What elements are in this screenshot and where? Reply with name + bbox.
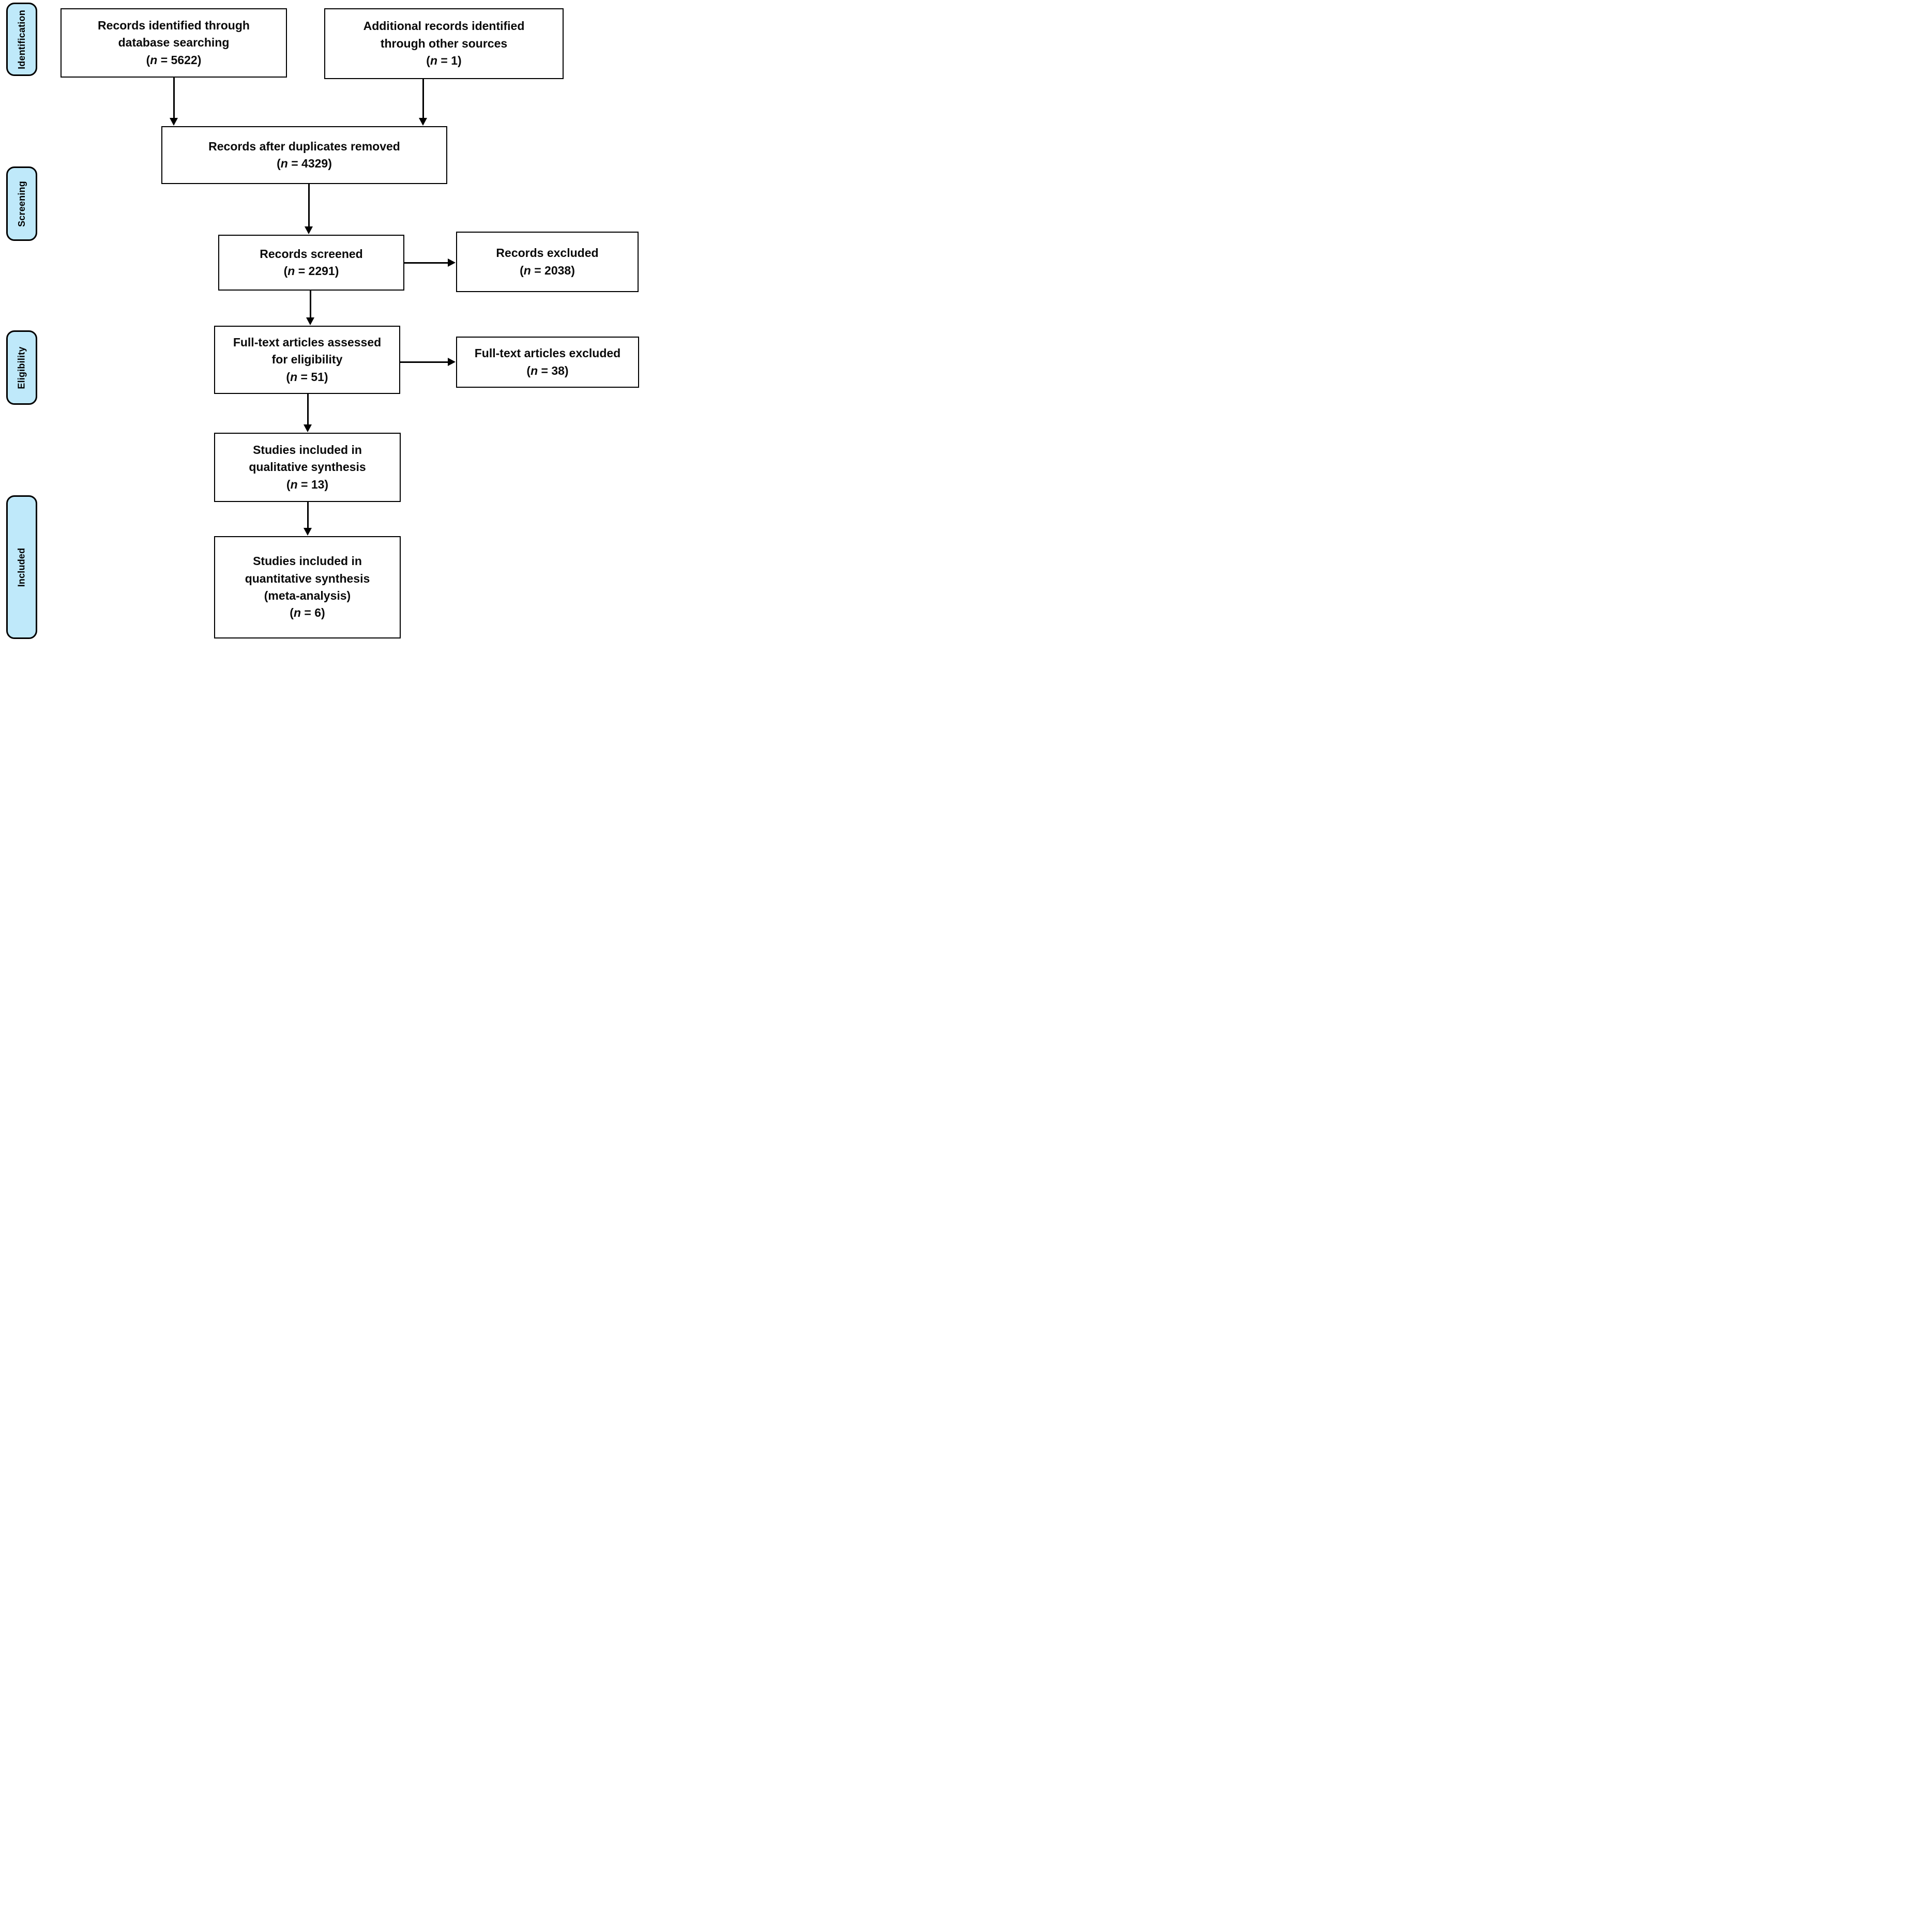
box-quantitative-synthesis-text: Studies included in quantitative synthes… <box>245 536 370 639</box>
box-additional-records-label: Additional records identified through ot… <box>363 19 525 50</box>
box-fulltext-assessed-text: Full-text articles assessed for eligibil… <box>233 317 381 403</box>
stage-label-eligibility: Eligibility <box>16 346 27 389</box>
box-fulltext-assessed: Full-text articles assessed for eligibil… <box>214 326 400 394</box>
stage-badge-eligibility: Eligibility <box>6 330 37 405</box>
box-additional-records-count: (n = 1) <box>426 54 462 68</box>
arrow-down-icon-screened-to-fulltext <box>310 291 311 318</box>
box-records-screened: Records screened (n = 2291) <box>218 235 404 291</box>
arrow-down-icon-qualitative-to-quantitative <box>307 502 309 528</box>
box-duplicates-removed: Records after duplicates removed (n = 43… <box>161 126 447 184</box>
box-records-identified-label: Records identified through database sear… <box>98 18 250 50</box>
stage-badge-included: Included <box>6 495 37 639</box>
box-qualitative-synthesis-text: Studies included in qualitative synthesi… <box>249 424 366 511</box>
arrow-right-icon-screened-to-excluded <box>404 262 448 264</box>
box-duplicates-removed-count: (n = 4329) <box>277 157 332 170</box>
box-records-screened-text: Records screened (n = 2291) <box>260 228 362 297</box>
box-records-identified: Records identified through database sear… <box>60 8 287 78</box>
box-fulltext-excluded-text: Full-text articles excluded (n = 38) <box>475 328 620 397</box>
box-fulltext-assessed-label: Full-text articles assessed for eligibil… <box>233 335 382 367</box>
box-quantitative-synthesis-count: (n = 6) <box>290 606 325 620</box>
stage-label-identification: Identification <box>16 9 27 69</box>
box-records-excluded-label: Records excluded <box>496 246 599 260</box>
box-duplicates-removed-text: Records after duplicates removed (n = 43… <box>208 120 400 189</box>
box-additional-records-text: Additional records identified through ot… <box>363 1 525 87</box>
box-fulltext-excluded-count: (n = 38) <box>526 363 569 377</box>
box-additional-records: Additional records identified through ot… <box>324 8 564 79</box>
box-fulltext-excluded: Full-text articles excluded (n = 38) <box>456 337 639 388</box>
arrow-down-icon-identified-to-duplicates <box>173 78 175 118</box>
prisma-flow-diagram: Identification Screening Eligibility Inc… <box>0 0 641 644</box>
box-fulltext-assessed-count: (n = 51) <box>286 370 328 384</box>
box-quantitative-synthesis-label: Studies included in quantitative synthes… <box>245 554 370 602</box>
stage-badge-identification: Identification <box>6 3 37 76</box>
box-duplicates-removed-label: Records after duplicates removed <box>208 139 400 153</box>
stage-label-screening: Screening <box>16 180 27 227</box>
box-records-excluded-count: (n = 2038) <box>520 263 575 277</box>
box-qualitative-synthesis: Studies included in qualitative synthesi… <box>214 433 401 502</box>
box-records-excluded: Records excluded (n = 2038) <box>456 232 639 292</box>
box-fulltext-excluded-label: Full-text articles excluded <box>474 346 621 360</box>
arrow-down-icon-fulltext-to-qualitative <box>307 394 309 425</box>
arrow-down-icon-duplicates-to-screened <box>308 184 310 227</box>
box-records-screened-count: (n = 2291) <box>283 264 339 278</box>
stage-badge-screening: Screening <box>6 166 37 241</box>
box-qualitative-synthesis-label: Studies included in qualitative synthesi… <box>249 443 366 474</box>
box-quantitative-synthesis: Studies included in quantitative synthes… <box>214 536 401 638</box>
stage-label-included: Included <box>16 547 27 587</box>
box-qualitative-synthesis-count: (n = 13) <box>286 477 329 491</box>
arrow-down-icon-additional-to-duplicates <box>422 79 424 118</box>
arrow-right-icon-fulltext-to-excluded <box>400 361 448 363</box>
box-records-identified-text: Records identified through database sear… <box>98 0 250 86</box>
box-records-excluded-text: Records excluded (n = 2038) <box>496 227 598 296</box>
box-records-identified-count: (n = 5622) <box>146 53 202 67</box>
box-records-screened-label: Records screened <box>260 247 363 261</box>
